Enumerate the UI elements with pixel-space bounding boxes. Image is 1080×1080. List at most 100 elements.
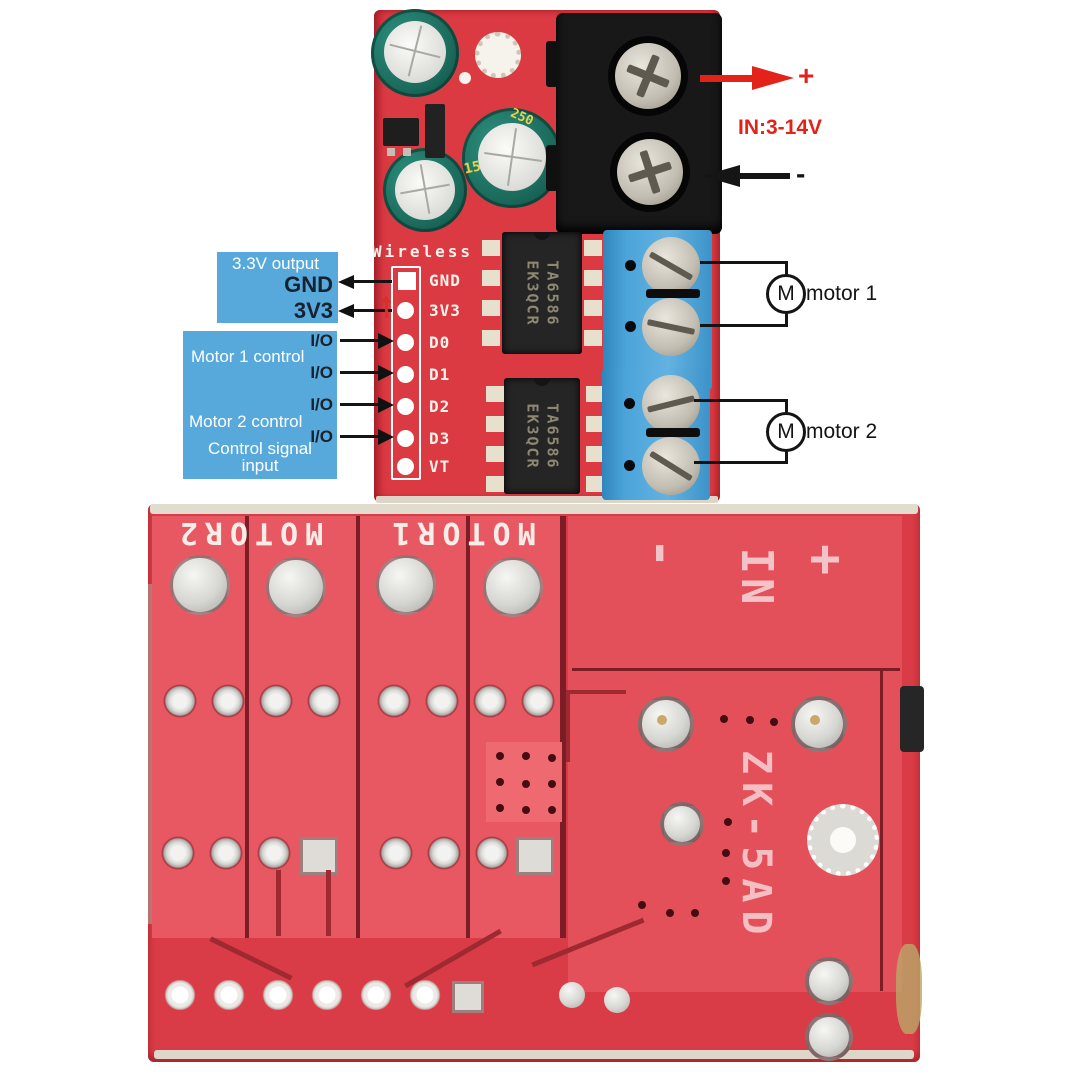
- through-hole-row: [156, 980, 450, 1010]
- io-arrow-shaft: [340, 371, 380, 374]
- via: [496, 804, 504, 812]
- solder-pad: [660, 802, 704, 846]
- bottom-pcb: MOTOR2 MOTOR1 - IN +: [148, 504, 924, 1062]
- smd-pad: [387, 148, 395, 156]
- chip-notch: [534, 378, 550, 386]
- pin-hole: [397, 334, 414, 351]
- terminal-screw-icon: [610, 132, 690, 212]
- pour-divider: [245, 516, 249, 938]
- pin-label-gnd: GND: [429, 271, 461, 290]
- solder-pad: [805, 957, 853, 1005]
- via: [722, 877, 730, 885]
- terminal-screw-icon: [642, 437, 700, 495]
- board-top-edge: [150, 504, 918, 514]
- motor2-label: motor 2: [806, 420, 878, 443]
- motor1-wire: [700, 261, 788, 264]
- gnd-arrow-icon: [338, 275, 354, 289]
- board-bottom-edge: [154, 1050, 914, 1059]
- terminal-screw-icon: [642, 375, 700, 433]
- motor2-terminal-block: [602, 368, 710, 500]
- driver-chip: TA6586 EK3QCR: [502, 232, 582, 354]
- driver-chip: TA6586 EK3QCR: [504, 378, 580, 494]
- control-footer-line1: Control signal: [208, 439, 312, 458]
- solder-pad: [170, 555, 230, 615]
- via-pad: [459, 72, 471, 84]
- io-label: I/O: [310, 363, 333, 382]
- pin-hole-gnd: [398, 272, 416, 290]
- red-mini-arrow-icon: [381, 295, 391, 303]
- solder-pad: [266, 557, 326, 617]
- in-plus-silk: +: [809, 529, 841, 589]
- io-arrow-shaft: [340, 435, 380, 438]
- io-label: I/O: [310, 331, 333, 350]
- io-arrow-icon: [378, 397, 394, 413]
- pcb-trace: [326, 870, 331, 936]
- solder-pad-square: [452, 981, 484, 1013]
- pin-hole: [397, 366, 414, 383]
- via: [548, 754, 556, 762]
- terminal-screw-icon: [608, 36, 688, 116]
- terminal-screw-icon: [642, 298, 700, 356]
- via: [522, 780, 530, 788]
- solder-tip: [810, 715, 820, 725]
- motor-symbol: M: [766, 274, 806, 314]
- model-silk-label: ZK-5AD: [733, 750, 779, 943]
- pcb-trace: [566, 690, 570, 762]
- motor1-control-label: Motor 1 control: [191, 347, 305, 366]
- chip-lot-code: EK3QCR: [524, 402, 542, 470]
- pin-hole: [397, 398, 414, 415]
- silk-title: Wireless: [372, 242, 474, 261]
- power-terminal-block: [546, 13, 722, 234]
- plus-arrow-shaft: [700, 75, 754, 82]
- minus-arrow-icon: [702, 165, 740, 187]
- in-minus-silk: -: [632, 537, 692, 569]
- motor1-label: motor 1: [806, 282, 878, 305]
- pour-divider: [356, 516, 360, 938]
- motor2-wire: [785, 399, 788, 413]
- via: [496, 752, 504, 760]
- via: [548, 806, 556, 814]
- plus-sign: +: [798, 60, 815, 91]
- motor2-control-label: Motor 2 control: [189, 412, 303, 431]
- solder-pad: [791, 696, 847, 752]
- chip-pins: [486, 386, 504, 494]
- pour-divider: [466, 516, 470, 938]
- smd-transistor: [425, 104, 445, 158]
- via: [638, 901, 646, 909]
- pour-divider: [560, 516, 566, 938]
- pin-label-d2: D2: [429, 397, 451, 416]
- copper-pour: [568, 516, 902, 992]
- pin-label-d3: D3: [429, 429, 451, 448]
- motor1-terminal-block: [603, 230, 712, 390]
- solder-pad: [376, 555, 436, 615]
- background-component: [900, 686, 924, 752]
- minus-arrow-shaft: [740, 173, 790, 179]
- via: [496, 778, 504, 786]
- capacitor: [383, 148, 467, 232]
- chip-pins: [586, 386, 604, 494]
- red-mini-arrow-shaft: [385, 302, 388, 318]
- solder-pad: [604, 987, 630, 1013]
- solder-pad-square: [300, 837, 338, 875]
- mounting-hole: [807, 804, 879, 876]
- pin-hole: [397, 302, 414, 319]
- motor1-wire: [700, 324, 788, 327]
- solder-pad-row: [370, 684, 562, 718]
- io-arrow-shaft: [340, 339, 380, 342]
- motor-symbol-letter: M: [777, 420, 795, 443]
- pin-label-3v3: 3V3: [429, 301, 461, 320]
- solder-pad: [483, 557, 543, 617]
- pin-hole: [397, 430, 414, 447]
- smd-pad: [403, 148, 411, 156]
- capacitor: 250 15: [462, 106, 562, 208]
- input-voltage-range: IN:3-14V: [738, 116, 823, 139]
- pour-boundary: [572, 668, 900, 671]
- via: [548, 780, 556, 788]
- solder-pad-square: [516, 837, 554, 875]
- io-arrow-icon: [378, 365, 394, 381]
- motor1-silk-label: MOTOR1: [385, 515, 536, 550]
- io-arrow-icon: [378, 333, 394, 349]
- output-annotation-title: 3.3V output: [232, 254, 319, 273]
- control-annotation-box: Motor 1 control Motor 2 control I/O I/O …: [183, 331, 337, 479]
- via: [722, 849, 730, 857]
